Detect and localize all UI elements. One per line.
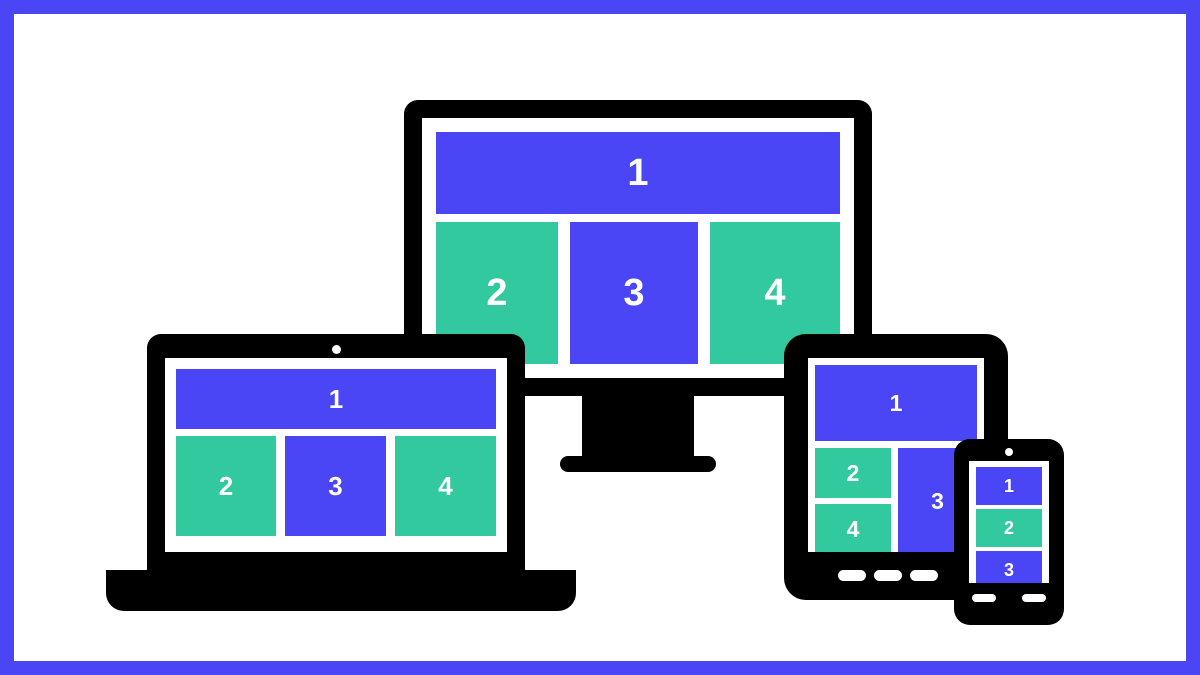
monitor-block-1: 1 — [436, 132, 840, 214]
tablet-home-button-3[interactable] — [910, 570, 938, 581]
tablet-block-2: 2 — [815, 448, 891, 498]
tablet-block-1: 1 — [815, 365, 977, 441]
laptop-block-4: 4 — [395, 436, 496, 536]
tablet-home-button-2[interactable] — [874, 570, 902, 581]
laptop-block-1: 1 — [176, 369, 496, 429]
laptop-base — [106, 570, 576, 611]
monitor-block-3: 3 — [570, 222, 698, 364]
phone-block-1: 1 — [976, 467, 1042, 505]
laptop-webcam-icon — [332, 345, 341, 354]
phone-camera-icon — [1005, 448, 1013, 456]
device-desktop-monitor: 1 2 3 4 — [404, 100, 872, 482]
phone-block-3: 3 — [976, 551, 1042, 583]
phone-screen: 1 2 3 — [969, 461, 1049, 583]
device-phone: 1 2 3 — [954, 439, 1064, 625]
device-laptop: 1 2 3 4 — [106, 334, 576, 612]
laptop-block-2: 2 — [176, 436, 276, 536]
phone-home-button-2[interactable] — [1022, 594, 1046, 602]
phone-home-button-1[interactable] — [972, 594, 996, 602]
illustration-stage: 1 2 3 4 1 2 3 4 1 2 4 3 — [14, 14, 1186, 661]
tablet-home-button-1[interactable] — [838, 570, 866, 581]
tablet-block-4: 4 — [815, 504, 891, 552]
laptop-block-3: 3 — [285, 436, 386, 536]
phone-block-2: 2 — [976, 509, 1042, 547]
laptop-screen: 1 2 3 4 — [165, 358, 507, 552]
monitor-stand-foot — [560, 456, 716, 472]
